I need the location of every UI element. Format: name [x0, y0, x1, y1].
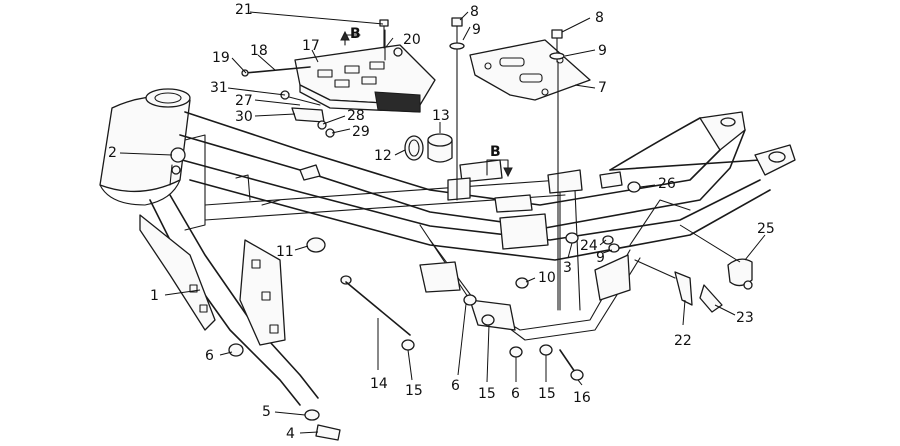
callout-23: 23	[736, 310, 754, 326]
callout-1: 1	[150, 288, 159, 304]
callout-6-left: 6	[205, 348, 214, 364]
grommet-11	[306, 237, 326, 253]
callout-6-right: 6	[511, 386, 520, 402]
callout-2: 2	[108, 145, 117, 161]
callout-9-right: 9	[598, 43, 607, 59]
callout-14: 14	[370, 376, 388, 392]
pin-19	[241, 69, 249, 77]
callout-22: 22	[674, 333, 692, 349]
callout-3: 3	[563, 260, 572, 276]
callout-9-top: 9	[472, 22, 481, 38]
washer-28	[317, 120, 327, 130]
steering-head-top	[145, 88, 191, 108]
callout-28: 28	[347, 108, 365, 124]
callout-15-left: 15	[405, 383, 423, 399]
nut-6-mid	[463, 294, 477, 306]
main-frame	[99, 88, 796, 406]
callout-15-right: 15	[538, 386, 556, 402]
bolt-8-right	[549, 29, 565, 63]
leader-lines	[119, 11, 766, 434]
callout-10: 10	[538, 270, 556, 286]
nut-6-left	[228, 343, 244, 357]
front-gusset	[139, 214, 216, 331]
long-bolt-14	[340, 275, 411, 336]
callout-16: 16	[573, 390, 591, 406]
clamp-30	[291, 107, 325, 123]
callout-labels: 21 20 19 18 17 31 27 30 28 29 8 9 8 9 7 …	[108, 2, 775, 442]
bolt-16	[559, 349, 584, 381]
callout-21: 21	[235, 2, 253, 18]
battery-tray	[294, 44, 436, 113]
callout-11: 11	[276, 244, 294, 260]
nut-26	[627, 181, 641, 193]
view-label-b-mid: B	[490, 144, 501, 160]
bolt-21	[379, 19, 389, 49]
callout-17: 17	[302, 38, 320, 54]
callout-18: 18	[250, 43, 268, 59]
callout-30: 30	[235, 109, 253, 125]
steering-head-tube	[99, 95, 191, 193]
lock-25	[727, 258, 753, 290]
callout-8-right: 8	[595, 10, 604, 26]
bolt-8-left	[449, 17, 465, 51]
callout-31: 31	[210, 80, 228, 96]
spacer-3	[565, 232, 579, 244]
backbone-tube	[181, 159, 761, 241]
hose-clamp-12	[404, 135, 424, 161]
callout-25: 25	[757, 221, 775, 237]
callout-26: 26	[658, 176, 676, 192]
callout-7: 7	[598, 80, 607, 96]
view-marker-b-mid	[486, 159, 513, 178]
mounting-plate	[469, 39, 591, 101]
callout-29: 29	[352, 124, 370, 140]
nut-10	[515, 277, 529, 289]
callout-6-mid: 6	[451, 378, 460, 394]
view-marker-b-top	[340, 30, 361, 46]
bracket-22	[634, 259, 693, 306]
callout-27: 27	[235, 93, 253, 109]
washer-24	[602, 235, 614, 245]
callout-24: 24	[580, 238, 598, 254]
callout-12: 12	[374, 148, 392, 164]
nut-15-left	[401, 339, 415, 351]
nut-20	[393, 47, 403, 57]
steering-lock-2	[169, 147, 186, 186]
callout-9-lower: 9	[596, 250, 605, 266]
callout-20: 20	[403, 32, 421, 48]
washer-5	[304, 409, 320, 421]
callout-13: 13	[432, 108, 450, 124]
callout-8-left: 8	[470, 4, 479, 20]
bushing-13	[427, 133, 453, 163]
nut-15-right	[539, 344, 553, 356]
nut-6-right	[509, 346, 523, 358]
view-label-b-top: B	[350, 26, 361, 42]
rod	[244, 66, 311, 74]
callout-4: 4	[286, 426, 295, 442]
clip-23	[699, 284, 723, 313]
callout-15-mid: 15	[478, 386, 496, 402]
callout-19: 19	[212, 50, 230, 66]
bolt-4	[315, 424, 341, 441]
callout-5: 5	[262, 404, 271, 420]
